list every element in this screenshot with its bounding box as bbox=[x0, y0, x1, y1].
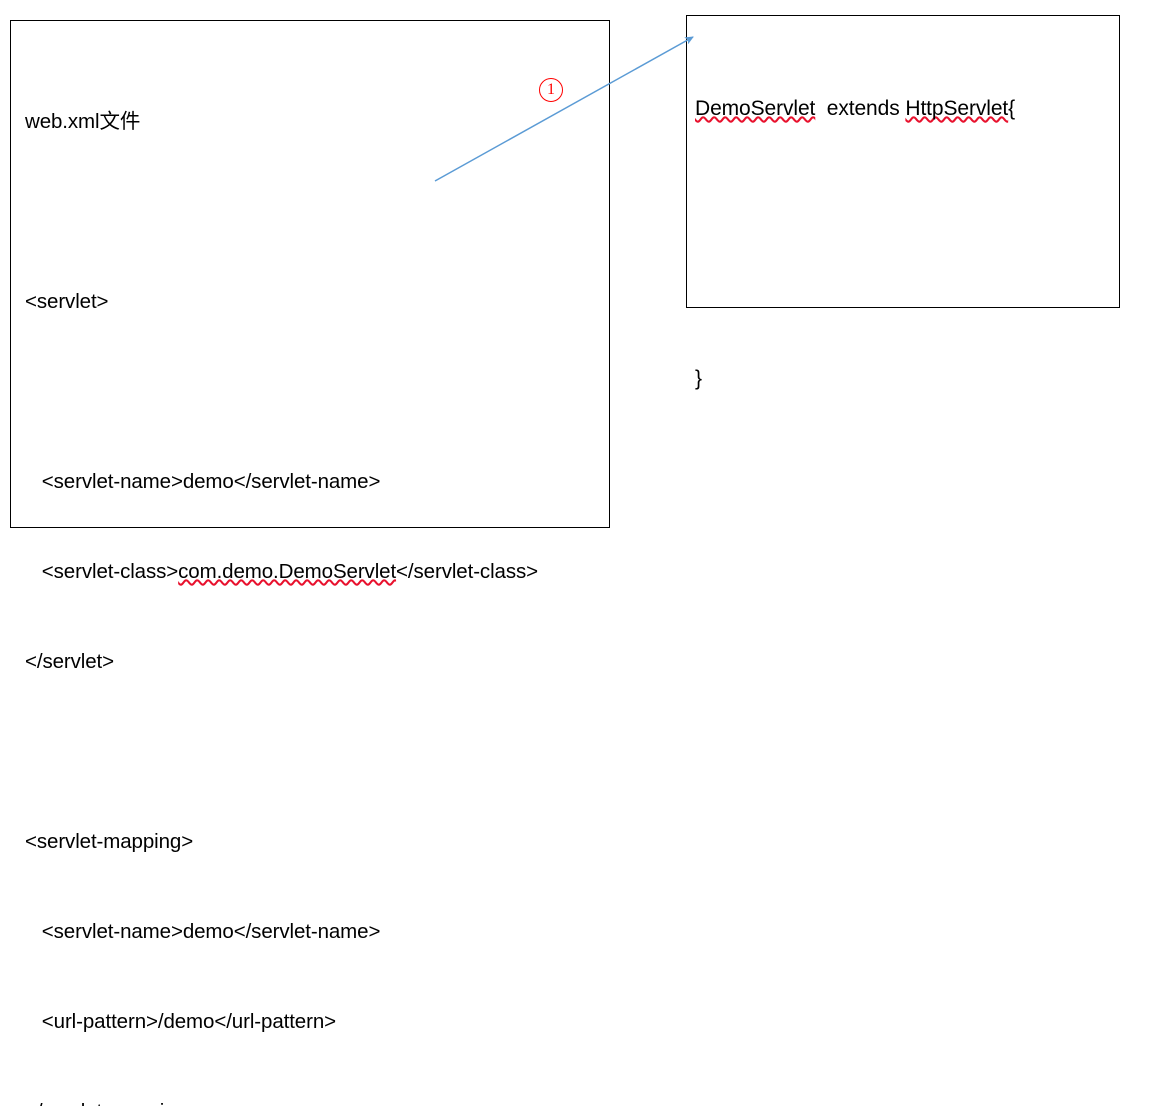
webxml-line-mapping-open: <servlet-mapping> bbox=[25, 830, 194, 853]
webxml-line-servlet-name: <servlet-name>demo</servlet-name> bbox=[25, 470, 381, 493]
webxml-blank-line-1 bbox=[25, 197, 538, 227]
webxml-line-servlet-close: </servlet> bbox=[25, 650, 115, 673]
webxml-title-line: web.xml文件 bbox=[25, 110, 141, 133]
servlet-closing-brace-line: } bbox=[695, 367, 702, 390]
webxml-blank-line-3 bbox=[25, 737, 538, 767]
servlet-blank-line-1 bbox=[695, 184, 1015, 214]
demoservlet-class-name: DemoServlet bbox=[695, 97, 816, 120]
webxml-code-block: web.xml文件 <servlet> <servlet-name>demo</… bbox=[25, 47, 538, 1106]
webxml-line-servlet-class: <servlet-class>com.demo.DemoServlet</ser… bbox=[25, 557, 538, 587]
webxml-line-url-pattern: <url-pattern>/demo</url-pattern> bbox=[25, 1010, 337, 1033]
webxml-line-mapping-close: </servlet-mapping> bbox=[25, 1097, 538, 1106]
extends-keyword: extends bbox=[826, 97, 900, 120]
servlet-class-close-tag: </servlet-class> bbox=[396, 560, 538, 583]
servlet-class-declaration-line: DemoServlet extends HttpServlet{ bbox=[695, 94, 1015, 124]
declaration-gap bbox=[815, 97, 826, 120]
httpservlet-super-class: HttpServlet bbox=[905, 97, 1009, 120]
servlet-class-code-block: DemoServlet extends HttpServlet{ } bbox=[695, 34, 1015, 454]
servlet-class-text-box[interactable]: DemoServlet extends HttpServlet{ } bbox=[686, 15, 1120, 390]
callout-marker-1: 1 bbox=[539, 78, 563, 102]
webxml-text-box[interactable]: web.xml文件 <servlet> <servlet-name>demo</… bbox=[10, 20, 610, 1106]
webxml-line-servlet-open: <servlet> bbox=[25, 290, 109, 313]
servlet-blank-line-2 bbox=[695, 274, 1015, 304]
servlet-class-value: com.demo.DemoServlet bbox=[178, 560, 397, 583]
servlet-class-open-tag: <servlet-class> bbox=[25, 560, 179, 583]
webxml-blank-line-2 bbox=[25, 377, 538, 407]
opening-brace: { bbox=[1008, 97, 1016, 120]
slide-canvas: web.xml文件 <servlet> <servlet-name>demo</… bbox=[10, 15, 1120, 1106]
webxml-line-mapping-name: <servlet-name>demo</servlet-name> bbox=[25, 920, 381, 943]
